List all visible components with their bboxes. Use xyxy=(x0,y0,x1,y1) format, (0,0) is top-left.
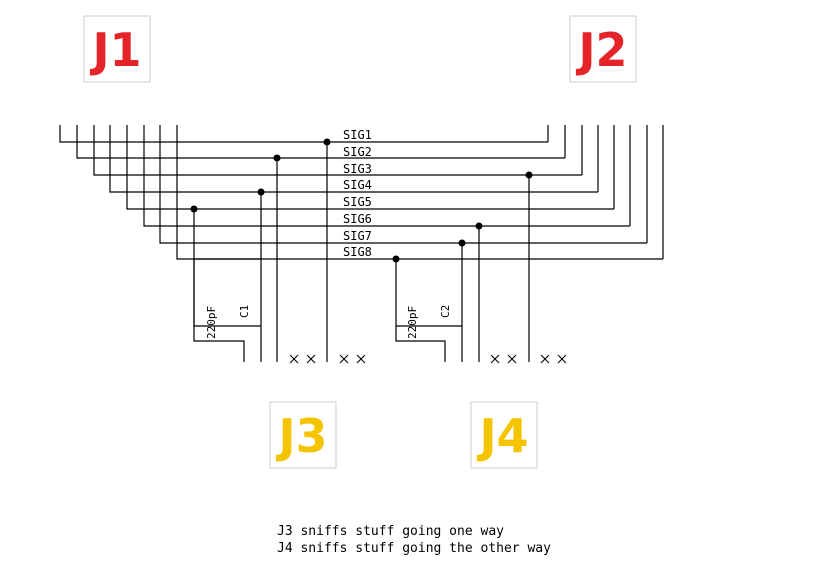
no-connect-mark xyxy=(490,354,500,364)
capacitor-labels: 220pF C1 220pF C2 xyxy=(205,305,452,339)
no-connect-mark xyxy=(289,354,299,364)
wire-sig1 xyxy=(59,125,548,143)
connector-j2-label: J2 xyxy=(575,23,627,77)
wire-sig6 xyxy=(143,125,630,227)
c2-ref-label: C2 xyxy=(439,305,452,318)
capacitor-c1 xyxy=(193,259,261,327)
j2-wires xyxy=(547,125,664,259)
wire-sig7 xyxy=(159,125,647,244)
notes: J3 sniffs stuff going one way J4 sniffs … xyxy=(277,524,551,556)
signal-label: SIG5 xyxy=(343,195,372,209)
connector-j3-label: J3 xyxy=(275,409,327,463)
signal-labels: SIG1 SIG2 SIG3 SIG4 SIG5 SIG6 SIG7 SIG8 xyxy=(343,128,372,259)
connector-j3: J3 xyxy=(269,401,337,469)
no-connect-marks xyxy=(289,354,567,364)
wire-sig5 xyxy=(126,125,614,210)
signal-label: SIG1 xyxy=(343,128,372,142)
signal-label: SIG3 xyxy=(343,162,372,176)
connector-j4-label: J4 xyxy=(476,409,528,463)
wire-sig3 xyxy=(93,125,582,176)
connector-j2-box xyxy=(569,15,637,83)
connector-j1-box xyxy=(83,15,151,83)
wire-sig2 xyxy=(76,125,565,159)
connector-j1: J1 xyxy=(83,15,151,83)
wire-sig8 xyxy=(176,125,663,260)
signal-label: SIG6 xyxy=(343,212,372,226)
j3-taps xyxy=(190,138,331,362)
no-connect-mark xyxy=(306,354,316,364)
c1-value-label: 220pF xyxy=(205,306,218,339)
c1-ref-label: C1 xyxy=(238,305,251,318)
no-connect-mark xyxy=(356,354,366,364)
connector-j4-box xyxy=(470,401,538,469)
no-connect-mark xyxy=(339,354,349,364)
connector-j2: J2 xyxy=(569,15,637,83)
signal-label: SIG7 xyxy=(343,229,372,243)
signal-label: SIG8 xyxy=(343,245,372,259)
c2-value-label: 220pF xyxy=(406,306,419,339)
note-line-2: J4 sniffs stuff going the other way xyxy=(277,541,551,556)
no-connect-mark xyxy=(507,354,517,364)
j1-wires xyxy=(59,125,663,260)
no-connect-mark xyxy=(540,354,550,364)
connector-j3-box xyxy=(269,401,337,469)
j4-taps xyxy=(392,171,533,362)
signal-label: SIG4 xyxy=(343,178,372,192)
wire-sig4 xyxy=(109,125,598,193)
signal-label: SIG2 xyxy=(343,145,372,159)
connector-j1-label: J1 xyxy=(89,23,141,77)
tap-sig5-j3 xyxy=(193,209,245,362)
tap-sig8-j4 xyxy=(395,259,446,362)
no-connect-mark xyxy=(557,354,567,364)
note-line-1: J3 sniffs stuff going one way xyxy=(277,524,504,539)
connector-j4: J4 xyxy=(470,401,538,469)
